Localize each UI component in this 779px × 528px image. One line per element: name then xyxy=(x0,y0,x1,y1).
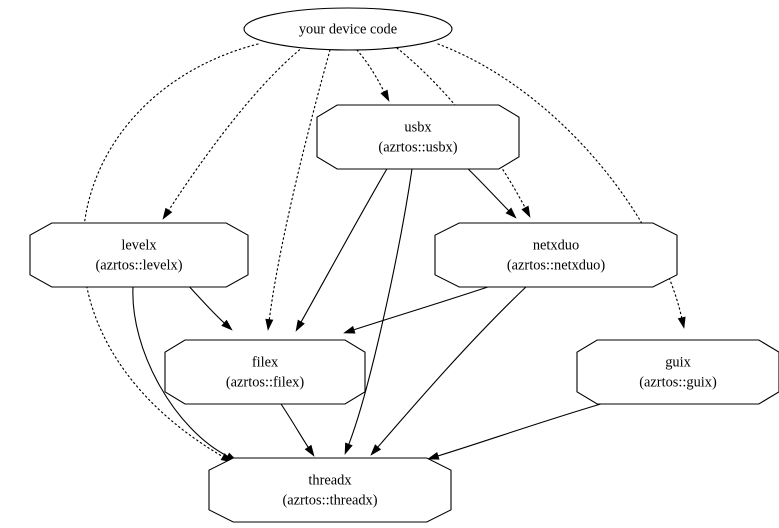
node-label-guix-primary: guix xyxy=(665,354,691,370)
node-shape-usbx xyxy=(316,104,520,170)
edge-line-levelx-filex xyxy=(184,281,226,325)
edge-device-to-netxduo xyxy=(396,47,531,218)
node-label-filex-secondary: (azrtos::filex) xyxy=(226,374,305,390)
node-filex[interactable]: filex(azrtos::filex) xyxy=(164,339,366,405)
arrowhead-icon-usbx-netxduo xyxy=(505,207,517,219)
edge-device-to-levelx xyxy=(162,46,304,220)
edge-netxduo-to-threadx xyxy=(370,284,529,456)
node-threadx[interactable]: threadx(azrtos::threadx) xyxy=(208,457,452,523)
edge-line-usbx-netxduo xyxy=(461,162,510,212)
arrowhead-icon-guix-threadx xyxy=(427,451,440,460)
node-label-netxduo-primary: netxduo xyxy=(533,237,579,253)
node-label-filex-primary: filex xyxy=(252,354,279,370)
edge-line-filex-threadx xyxy=(280,403,310,449)
node-netxduo[interactable]: netxduo(azrtos::netxduo) xyxy=(434,222,678,288)
arrowhead-icon-netxduo-threadx xyxy=(370,444,382,456)
node-label-levelx-secondary: (azrtos::levelx) xyxy=(95,257,182,273)
node-usbx[interactable]: usbx(azrtos::usbx) xyxy=(316,104,520,170)
edge-device-to-usbx xyxy=(356,49,390,102)
node-label-usbx-secondary: (azrtos::usbx) xyxy=(378,139,457,155)
edge-layer xyxy=(82,43,686,463)
edge-line-netxduo-filex xyxy=(352,282,501,331)
arrowhead-icon-device-usbx xyxy=(380,89,390,102)
node-layer: your device codeusbx(azrtos::usbx)levelx… xyxy=(29,7,779,523)
arrowhead-icon-device-filex xyxy=(265,318,274,331)
node-device[interactable]: your device code xyxy=(243,7,453,51)
edge-line-device-levelx xyxy=(167,46,304,212)
edge-filex-to-threadx xyxy=(280,403,315,457)
node-shape-device xyxy=(243,7,453,51)
arrowhead-icon-netxduo-filex xyxy=(343,325,356,334)
arrowhead-icon-filex-threadx xyxy=(304,444,315,457)
node-shape-filex xyxy=(164,339,366,405)
edge-line-device-filex xyxy=(268,49,331,322)
node-shape-threadx xyxy=(208,457,452,523)
edge-guix-to-threadx xyxy=(427,396,626,460)
edge-line-device-threadx xyxy=(82,43,259,458)
arrowhead-icon-device-levelx xyxy=(162,207,173,220)
node-label-guix-secondary: (azrtos::guix) xyxy=(639,374,717,390)
edge-levelx-to-filex xyxy=(184,281,233,331)
node-levelx[interactable]: levelx(azrtos::levelx) xyxy=(29,222,249,288)
edge-usbx-to-threadx xyxy=(344,168,413,455)
edge-device-to-filex xyxy=(265,49,331,331)
edge-line-device-netxduo xyxy=(396,47,527,210)
node-shape-levelx xyxy=(29,222,249,288)
edge-usbx-to-filex xyxy=(295,166,389,332)
node-label-threadx-primary: threadx xyxy=(308,472,352,488)
arrowhead-icon-usbx-filex xyxy=(295,319,305,332)
arrowhead-icon-device-netxduo xyxy=(521,205,531,218)
edge-netxduo-to-filex xyxy=(343,282,501,334)
node-label-threadx-secondary: (azrtos::threadx) xyxy=(282,492,377,508)
node-label-usbx-primary: usbx xyxy=(404,119,432,135)
edge-line-levelx-threadx xyxy=(132,286,229,458)
edge-line-usbx-threadx xyxy=(347,168,413,446)
edge-line-netxduo-threadx xyxy=(376,284,529,449)
arrowhead-icon-device-guix xyxy=(677,316,686,329)
edge-usbx-to-netxduo xyxy=(461,162,517,219)
node-label-levelx-primary: levelx xyxy=(121,237,157,253)
edge-line-usbx-filex xyxy=(300,166,389,324)
node-guix[interactable]: guix(azrtos::guix) xyxy=(576,339,779,405)
edge-line-guix-threadx xyxy=(436,396,626,457)
arrowhead-icon-usbx-threadx xyxy=(344,442,353,455)
edge-line-device-usbx xyxy=(356,49,386,94)
node-label-device-primary: your device code xyxy=(299,21,397,37)
node-shape-netxduo xyxy=(434,222,678,288)
node-label-netxduo-secondary: (azrtos::netxduo) xyxy=(507,257,606,273)
arrowhead-icon-levelx-filex xyxy=(221,319,233,331)
node-shape-guix xyxy=(576,339,779,405)
